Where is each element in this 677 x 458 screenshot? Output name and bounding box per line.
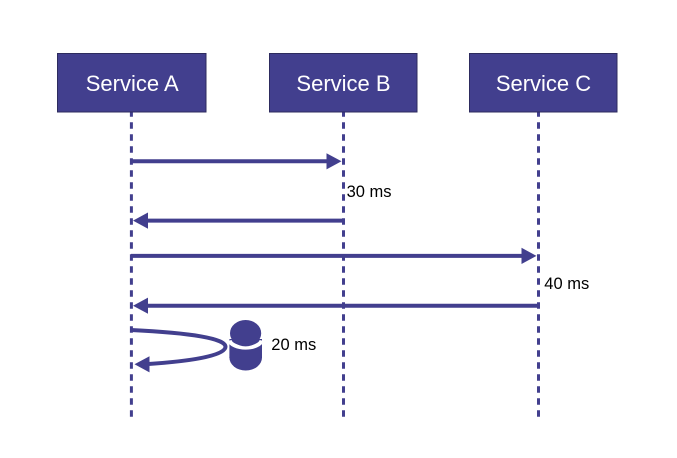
svg-text:30 ms: 30 ms: [347, 183, 392, 201]
svg-text:20 ms: 20 ms: [271, 336, 316, 354]
svg-text:40 ms: 40 ms: [544, 275, 589, 293]
svg-text:Service C: Service C: [496, 71, 591, 96]
svg-text:Service B: Service B: [296, 71, 390, 96]
svg-text:Service A: Service A: [86, 71, 179, 96]
